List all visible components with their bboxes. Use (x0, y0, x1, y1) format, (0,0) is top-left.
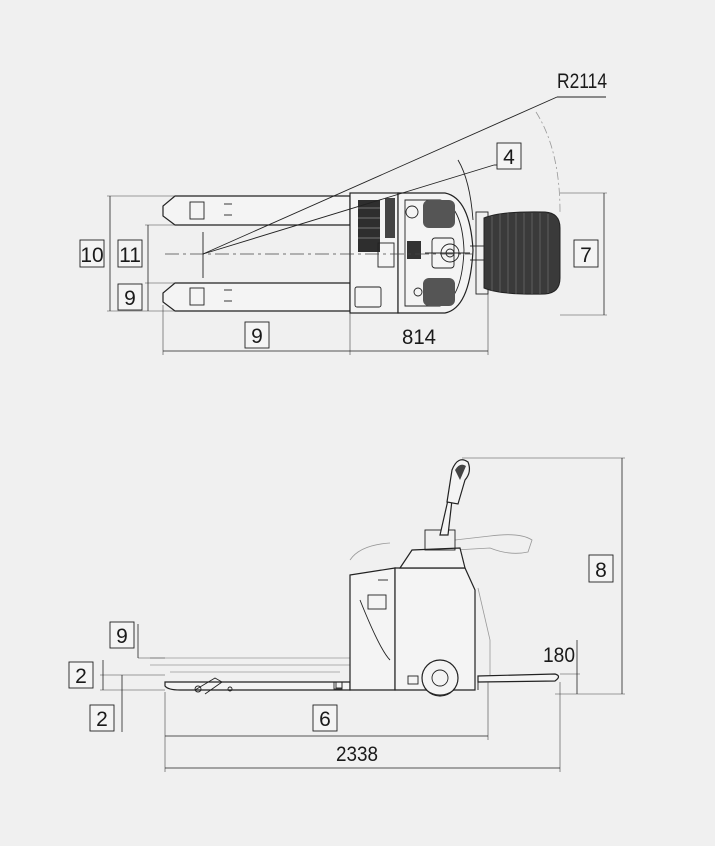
bottom-dimensions-top (162, 294, 489, 355)
fork-lower (162, 282, 351, 312)
box-8-label: 8 (595, 559, 607, 582)
box-4-label: 4 (503, 146, 515, 169)
box-2-lower-label: 2 (96, 708, 108, 731)
right-dimension-top (560, 192, 607, 316)
box-9-bottom (244, 321, 270, 349)
tiller-side (439, 459, 471, 536)
radius-label: R2114 (557, 70, 607, 93)
box-2-upper (68, 661, 94, 689)
radius-leaders (202, 96, 606, 255)
box-9-side (109, 621, 135, 649)
box-2-upper-label: 2 (75, 665, 87, 688)
box-9-side-label: 9 (116, 625, 128, 648)
box-10-label: 10 (80, 244, 103, 267)
left-dimensions-top (107, 195, 175, 312)
ghost-plate (477, 587, 491, 675)
box-9-left (117, 283, 143, 311)
box-7-label: 7 (580, 244, 592, 267)
operator-platform-top (397, 192, 474, 314)
drive-wheel-side (421, 659, 459, 697)
box-7 (573, 239, 599, 268)
box-2-lower (89, 704, 115, 732)
chassis-side (335, 529, 476, 691)
drive-wheel-top (470, 211, 561, 295)
box-10 (79, 239, 105, 268)
box-9-left-label: 9 (124, 287, 136, 310)
left-dimensions-side (100, 624, 165, 732)
box-9-bottom-label: 9 (251, 325, 263, 348)
box-11-label: 11 (119, 244, 141, 267)
box-6-label: 6 (319, 708, 331, 731)
ghost-tiller (454, 534, 533, 554)
ghost-guard (349, 542, 391, 561)
platform-side (477, 673, 560, 690)
length-814-label: 814 (402, 326, 436, 349)
box-11 (117, 239, 143, 268)
length-2338-label: 2338 (336, 743, 378, 766)
box-8 (588, 554, 614, 583)
right-dimension-side (462, 457, 625, 695)
box-4 (496, 142, 522, 170)
fork-upper (162, 195, 351, 226)
side-view: 8 180 9 2 2 6 2338 (68, 457, 625, 772)
top-view: R2114 4 10 11 9 7 (79, 70, 607, 355)
bottom-dimensions-side (164, 682, 561, 772)
chassis-top (349, 192, 399, 314)
fork-raised-ghost (150, 657, 350, 673)
fork-side (164, 677, 351, 695)
box-6 (312, 704, 338, 732)
height-180-label: 180 (543, 644, 575, 667)
